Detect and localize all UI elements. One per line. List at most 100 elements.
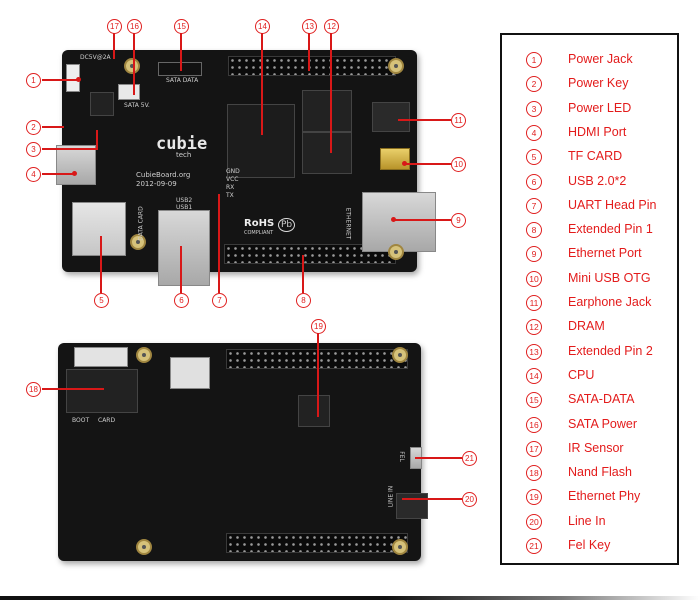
callout-6: 6 — [174, 293, 189, 308]
leader-line-19 — [317, 333, 319, 417]
uart-pin-vcc: VCC — [226, 176, 239, 183]
mount-hole — [388, 244, 404, 260]
legend-label: UART Head Pin — [568, 197, 657, 212]
legend-num: 15 — [526, 392, 542, 409]
extended-pin-1-header — [224, 244, 396, 264]
data-card-silk: DATA CARD — [137, 206, 145, 241]
dram-chip-2 — [302, 132, 352, 174]
legend-num: 12 — [526, 319, 542, 336]
board-top-view: cubie tech CubieBoard.org 2012-09-09 SAT… — [56, 50, 436, 286]
legend-num: 10 — [526, 270, 542, 287]
pmu-chip — [90, 92, 114, 116]
legend-label: HDMI Port — [568, 124, 627, 139]
legend-label: Fel Key — [568, 538, 611, 552]
callout-9: 9 — [451, 213, 466, 228]
leader-dot-10 — [402, 161, 407, 166]
legend-item: 7 UART Head Pin — [502, 196, 677, 218]
sata-power-connector — [118, 84, 140, 100]
callout-16: 16 — [127, 19, 142, 34]
extended-pin-2-header — [228, 56, 396, 76]
usb-ports — [158, 210, 210, 286]
boot-silk: BOOT — [72, 417, 90, 424]
callout-14: 14 — [255, 19, 270, 34]
bottom-divider — [0, 596, 700, 600]
brand-logo: cubie — [156, 134, 208, 154]
callout-11: 11 — [451, 113, 466, 128]
legend-label: Power Key — [568, 76, 629, 91]
earphone-jack — [372, 102, 410, 132]
legend-num: 1 — [526, 52, 542, 68]
callout-18: 18 — [26, 382, 41, 397]
leader-line-21 — [415, 457, 462, 459]
leader-line-14 — [261, 33, 263, 135]
usb1-silk: USB1 — [176, 204, 193, 211]
legend-label: TF CARD — [568, 149, 623, 164]
callout-2: 2 — [26, 120, 41, 135]
leader-line-3 — [42, 148, 98, 150]
legend-label: Nand Flash — [568, 465, 632, 480]
legend-num: 5 — [526, 149, 542, 166]
leader-dot-4 — [72, 171, 77, 176]
line-in-jack — [396, 493, 428, 519]
leader-line-1 — [42, 79, 78, 81]
leader-line-13 — [308, 33, 310, 71]
callout-10: 10 — [451, 157, 466, 172]
mini-usb-otg-port — [380, 148, 410, 170]
legend-num: 14 — [526, 367, 542, 384]
callout-13: 13 — [302, 19, 317, 34]
legend-label: USB 2.0*2 — [568, 173, 627, 188]
leader-line-20 — [402, 498, 462, 500]
callout-19: 19 — [311, 319, 326, 334]
leader-dot-9 — [391, 217, 396, 222]
ethernet-silk: ETHERNET — [344, 207, 352, 240]
legend-num: 2 — [526, 76, 542, 93]
nand-flash-chip — [66, 369, 138, 413]
connector-block — [170, 357, 210, 389]
legend-label: CPU — [568, 367, 595, 382]
legend-label: Line In — [568, 513, 606, 528]
rohs-mark: RoHS — [244, 218, 275, 229]
legend-label: Earphone Jack — [568, 295, 652, 309]
legend-label: SATA-DATA — [568, 392, 635, 407]
ethernet-port — [362, 192, 436, 252]
callout-12: 12 — [324, 19, 339, 34]
leader-line-8 — [302, 255, 304, 293]
legend-label: SATA Power — [568, 416, 638, 431]
legend-num: 20 — [526, 513, 542, 530]
mount-hole — [388, 58, 404, 74]
legend-item: 15 SATA-DATA — [502, 390, 677, 412]
brand-sub: tech — [176, 151, 192, 159]
legend-num: 21 — [526, 538, 542, 554]
legend-item: 5 TF CARD — [502, 147, 677, 169]
legend-item: 11 Earphone Jack — [502, 293, 677, 315]
leader-line-3b — [96, 130, 98, 150]
fel-silk: FEL — [397, 451, 405, 462]
callout-4: 4 — [26, 167, 41, 182]
legend-num: 11 — [526, 295, 542, 311]
board-bottom-view: BOOT CARD FEL LINE IN — [58, 343, 428, 561]
legend-label: Ethernet Phy — [568, 489, 641, 504]
legend-label: Ethernet Port — [568, 246, 642, 261]
legend-item: 9 Ethernet Port — [502, 244, 677, 266]
legend-label: IR Sensor — [568, 440, 624, 455]
callout-17: 17 — [107, 19, 122, 34]
dc5v-silk: DC5V@2A — [80, 54, 111, 61]
legend-num: 4 — [526, 124, 542, 141]
mount-hole — [136, 539, 152, 555]
legend-num: 9 — [526, 246, 542, 263]
legend-num: 7 — [526, 197, 542, 214]
leader-line-4 — [42, 173, 74, 175]
leader-line-16 — [133, 33, 135, 95]
legend-num: 8 — [526, 222, 542, 239]
legend-item: 2 Power Key — [502, 74, 677, 96]
legend-label: Power LED — [568, 100, 632, 115]
website-silk: CubieBoard.org — [136, 171, 191, 179]
leader-line-6 — [180, 246, 182, 293]
